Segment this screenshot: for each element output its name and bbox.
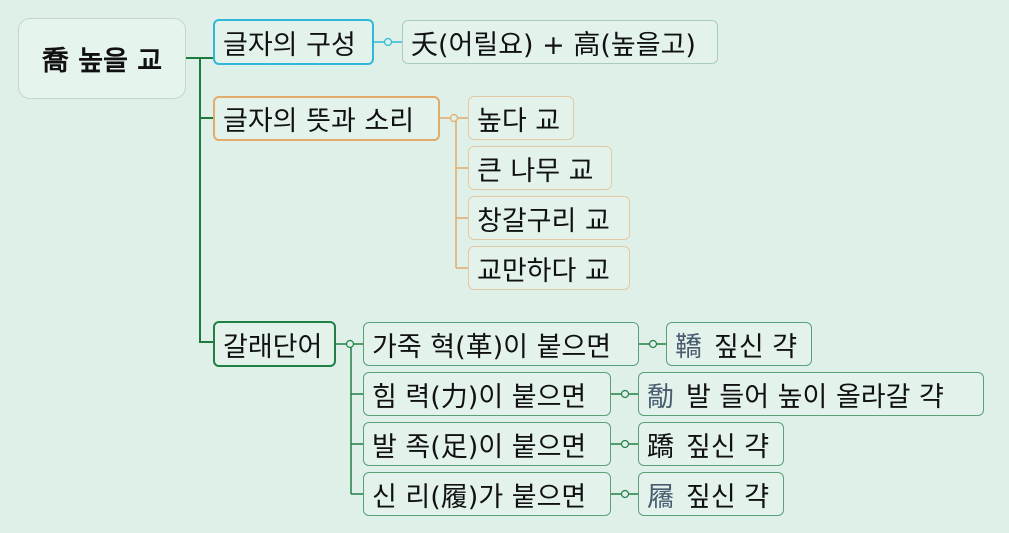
words-derived-2[interactable]: 勪 발 들어 높이 올라갈 갹 <box>638 372 984 416</box>
words-derived-1[interactable]: 鞽 짚신 갹 <box>666 322 812 366</box>
branch-meaning[interactable]: 글자의 뜻과 소리 <box>213 96 440 141</box>
derived-char: 屩 <box>647 481 674 513</box>
meaning-leaf-1[interactable]: 높다 교 <box>468 96 574 140</box>
radical-label: 힘 력(力)이 붙으면 <box>372 381 587 413</box>
branch-structure-label: 글자의 구성 <box>223 29 356 61</box>
derived-meaning: 짚신 갹 <box>714 331 798 363</box>
branch-words[interactable]: 갈래단어 <box>213 321 336 367</box>
words-radical-4[interactable]: 신 리(履)가 붙으면 <box>363 472 611 516</box>
meaning-leaf-label: 교만하다 교 <box>477 255 610 287</box>
words-derived-4[interactable]: 屩 짚신 갹 <box>638 472 784 516</box>
words-radical-2[interactable]: 힘 력(力)이 붙으면 <box>363 372 611 416</box>
meaning-leaf-label: 큰 나무 교 <box>477 155 594 187</box>
meaning-leaf-4[interactable]: 교만하다 교 <box>468 246 630 290</box>
words-derived-3[interactable]: 蹻 짚신 갹 <box>638 422 784 466</box>
structure-leaf-label: 夭(어릴요) + 高(높을고) <box>411 29 696 61</box>
radical-label: 가죽 혁(革)이 붙으면 <box>372 331 612 363</box>
meaning-leaf-label: 높다 교 <box>477 105 561 137</box>
root-label: 喬 높을 교 <box>41 46 163 77</box>
derived-meaning: 짚신 갹 <box>686 481 770 513</box>
derived-char: 蹻 <box>647 431 674 463</box>
derived-meaning: 짚신 갹 <box>686 431 770 463</box>
meaning-leaf-3[interactable]: 창갈구리 교 <box>468 196 630 240</box>
branch-structure[interactable]: 글자의 구성 <box>213 19 374 65</box>
branch-words-label: 갈래단어 <box>223 331 323 363</box>
root-node[interactable]: 喬 높을 교 <box>18 18 186 99</box>
words-radical-3[interactable]: 발 족(足)이 붙으면 <box>363 422 611 466</box>
words-radical-1[interactable]: 가죽 혁(革)이 붙으면 <box>363 322 639 366</box>
derived-char: 鞽 <box>675 331 702 363</box>
derived-meaning: 발 들어 높이 올라갈 갹 <box>686 381 944 413</box>
structure-leaf[interactable]: 夭(어릴요) + 高(높을고) <box>402 20 718 64</box>
meaning-leaf-2[interactable]: 큰 나무 교 <box>468 146 612 190</box>
branch-meaning-label: 글자의 뜻과 소리 <box>223 106 415 137</box>
derived-char: 勪 <box>647 381 674 413</box>
radical-label: 발 족(足)이 붙으면 <box>372 431 587 463</box>
radical-label: 신 리(履)가 붙으면 <box>372 481 587 513</box>
meaning-leaf-label: 창갈구리 교 <box>477 205 610 237</box>
